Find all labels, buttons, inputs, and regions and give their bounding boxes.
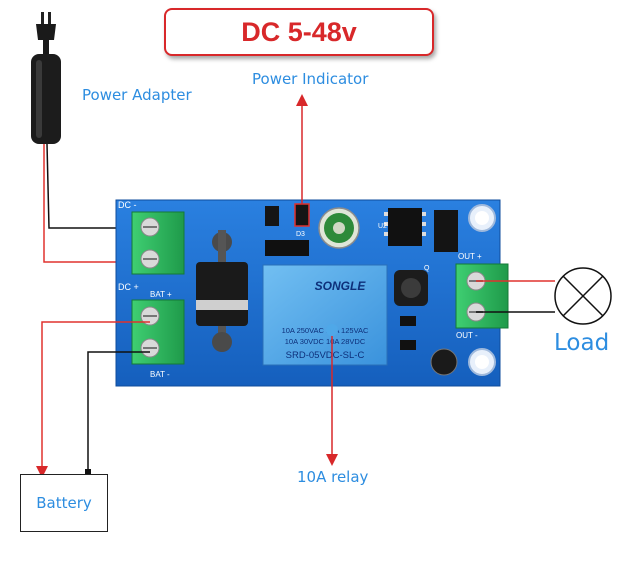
relay-component: SONGLE 10A 250VAC 10A 125VAC 10A 30VDC 1… — [262, 264, 388, 366]
silk-bat-minus: BAT - — [150, 370, 170, 379]
voltage-title-box: DC 5-48v — [164, 8, 434, 56]
load-lamp-icon — [554, 267, 612, 325]
silk-dc-minus: DC - — [118, 200, 137, 210]
silk-bat-plus: BAT + — [150, 290, 172, 299]
relay-pointer-dot — [326, 324, 338, 336]
power-adapter-icon — [31, 12, 61, 144]
battery-terminal-neg — [85, 469, 91, 475]
relay-model: SRD-05VDC-SL-C — [286, 350, 365, 361]
silk-d3: D3 — [296, 231, 305, 238]
voltage-title: DC 5-48v — [241, 16, 357, 47]
terminal-block-dc — [131, 211, 185, 275]
battery-wire-black — [87, 351, 150, 473]
relay-spec-line2: 10A 30VDC 10A 28VDC — [285, 337, 366, 346]
terminal-block-bat — [131, 299, 185, 365]
silk-q: Q — [424, 265, 430, 272]
silk-out-plus: OUT + — [458, 252, 482, 261]
label-relay: 10A relay — [297, 468, 369, 486]
label-battery: Battery — [36, 494, 92, 512]
relay-spec-line1: 10A 250VAC 10A 125VAC — [282, 326, 369, 335]
label-load: Load — [554, 330, 610, 356]
adapter-wire-red — [43, 144, 150, 263]
label-power-adapter: Power Adapter — [82, 86, 192, 104]
relay-brand: SONGLE — [315, 279, 367, 293]
silk-out-minus: OUT - — [456, 331, 478, 340]
battery-wire-red — [36, 321, 150, 478]
terminal-block-out — [455, 263, 509, 329]
battery-box: Battery — [20, 474, 108, 532]
silk-u2: U2 — [378, 223, 387, 230]
label-power-indicator: Power Indicator — [252, 70, 369, 88]
silk-dc-plus: DC + — [118, 282, 139, 292]
